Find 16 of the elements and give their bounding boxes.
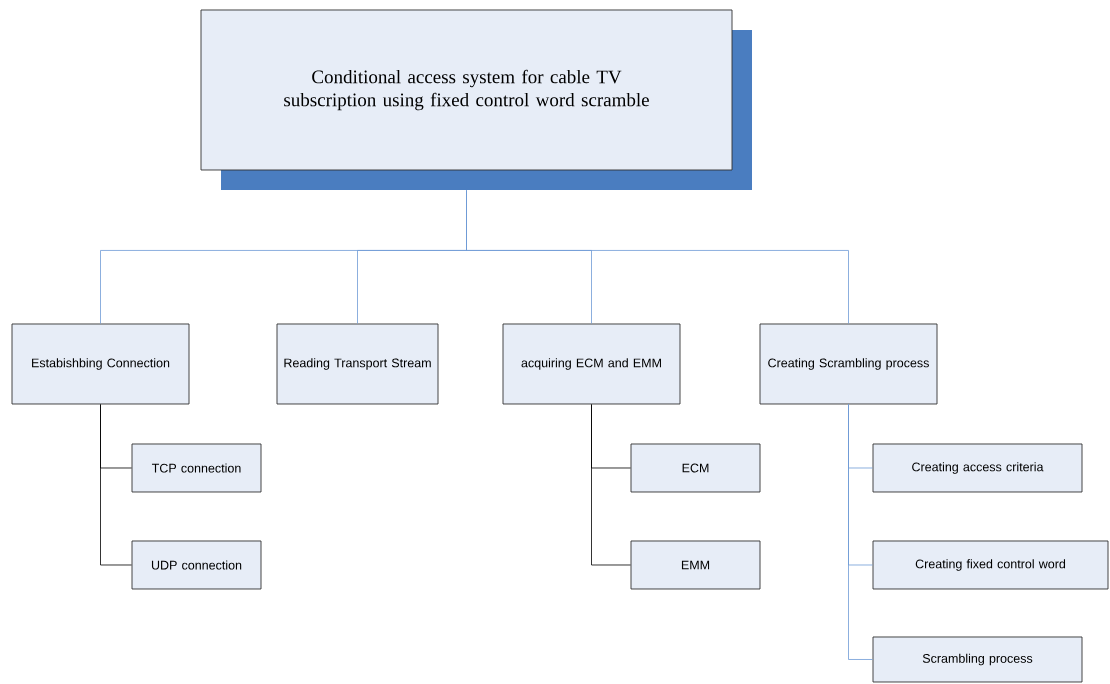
category-box: Reading Transport Stream bbox=[276, 323, 439, 405]
connector-line bbox=[466, 190, 849, 324]
sub-box: Creating access criteria bbox=[872, 443, 1083, 493]
sub-box: TCP connection bbox=[131, 443, 262, 493]
sub-box: Creating fixed control word bbox=[872, 540, 1109, 590]
sub-box: UDP connection bbox=[131, 540, 262, 590]
sub-box: ECM bbox=[630, 443, 761, 493]
category-box: acquiring ECM and EMM bbox=[502, 323, 681, 405]
sub-box: Scrambling process bbox=[872, 636, 1083, 683]
connector-line bbox=[591, 404, 631, 566]
connector-line bbox=[848, 404, 873, 660]
sub-box: EMM bbox=[630, 540, 761, 590]
connector-line bbox=[100, 404, 132, 566]
title-box: Conditional access system for cable TV subscription using fixed control word scramble bbox=[200, 9, 733, 171]
category-box: Creating Scrambling process bbox=[759, 323, 938, 405]
category-box: Estabishbing Connection bbox=[11, 323, 190, 405]
